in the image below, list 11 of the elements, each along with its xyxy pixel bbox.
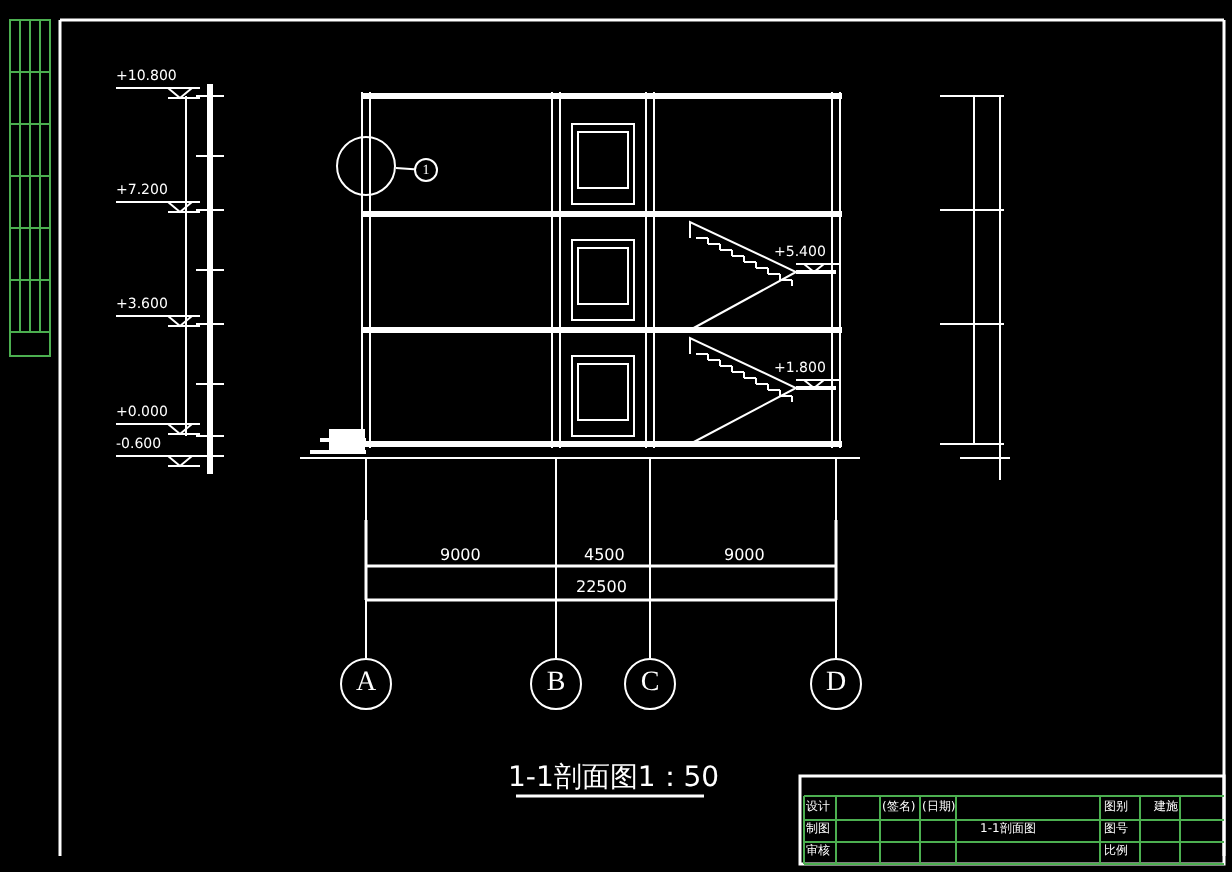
axis-bubble: C — [624, 658, 676, 710]
dimension-text: 22500 — [576, 580, 627, 596]
leader-line — [394, 167, 416, 171]
drawing-title: 1-1剖面图1：50 — [508, 764, 720, 792]
dimension-text: 9000 — [724, 548, 765, 564]
detail-callout-circle — [336, 136, 396, 196]
dimension-text: 9000 — [440, 548, 481, 564]
axis-bubble: A — [340, 658, 392, 710]
axis-bubble: D — [810, 658, 862, 710]
dimension-text: 4500 — [584, 548, 625, 564]
axis-bubble: B — [530, 658, 582, 710]
